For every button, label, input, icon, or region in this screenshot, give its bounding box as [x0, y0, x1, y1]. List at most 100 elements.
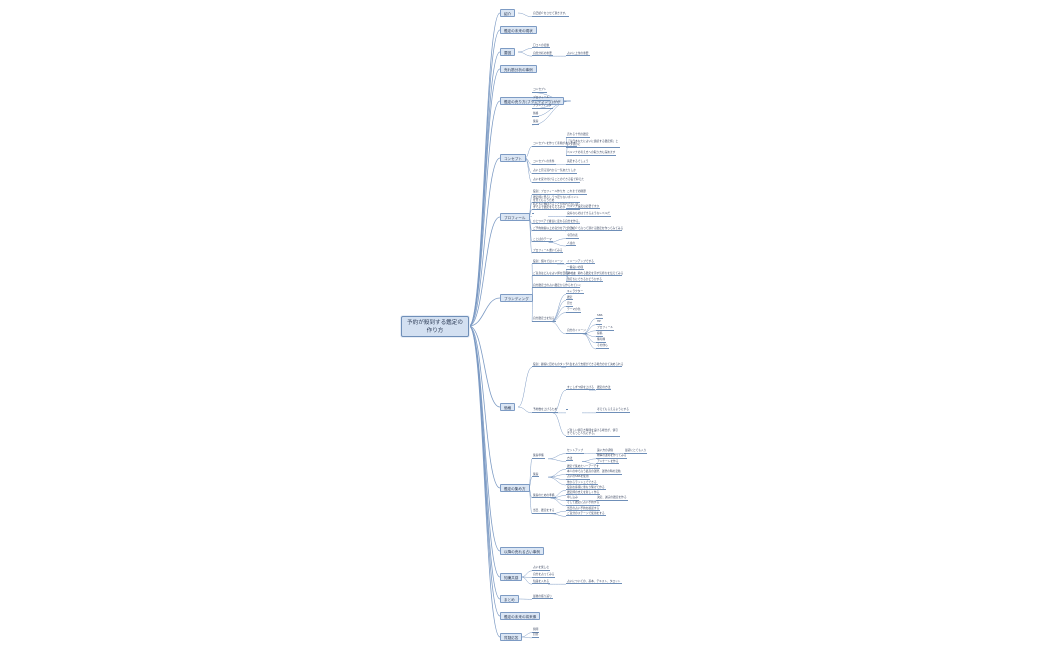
- subtopic-level-1[interactable]: 自分を占ってみる: [532, 572, 556, 578]
- subtopic-level-1[interactable]: 当日、鑑定をする: [532, 508, 556, 514]
- branch-price[interactable]: 価格: [500, 403, 516, 411]
- subtopic-level-1[interactable]: プロフィール書いてみる: [532, 247, 564, 254]
- branch-profile[interactable]: プロフィール: [500, 213, 530, 221]
- branch-popular[interactable]: 売れ筋分析の事例: [500, 65, 537, 73]
- subtopic-level-2[interactable]: 占いについての、基本、テキスト、タロット: [566, 578, 622, 585]
- subtopic-level-2[interactable]: 役割お客様に重なり繋げて作る: [566, 484, 606, 491]
- subtopic-level-3[interactable]: 物事の運命を作ってみる: [596, 453, 628, 459]
- branch-future[interactable]: 鑑定の未来の将来像: [500, 612, 541, 620]
- subtopic-level-1[interactable]: 占いと見る流れから一気あたりしか: [532, 168, 577, 174]
- subtopic-level-1[interactable]: コンセプトの条件: [532, 159, 556, 165]
- subtopic-level-2[interactable]: ご新しい値引き時間を設ける場合が、値引きでもっと人気にする。: [566, 428, 620, 437]
- subtopic-level-2[interactable]: 一番良いの様: [566, 264, 585, 271]
- subtopic-level-1[interactable]: 質問: [532, 627, 540, 633]
- subtopic-level-1[interactable]: 集客準備: [532, 453, 545, 459]
- subtopic-level-2[interactable]: そして鑑定に占い予約する: [566, 500, 601, 506]
- subtopic-level-2[interactable]: 自分のイメージ: [566, 328, 587, 334]
- subtopic-level-1[interactable]: プロフィール: [532, 95, 551, 101]
- root-topic[interactable]: 予約が殺到する鑑定の 作り方: [401, 316, 469, 337]
- subtopic-level-2[interactable]: ペルソナ設定は必要ですか: [566, 203, 601, 210]
- subtopic-level-3[interactable]: その他も: [596, 343, 609, 349]
- subtopic-level-1[interactable]: 自己紹介をさせて頂きます。: [532, 11, 569, 17]
- subtopic-level-2[interactable]: 申し込み: [566, 495, 579, 501]
- subtopic-level-1[interactable]: ご自身はどんな占い師を目指すのか: [532, 270, 577, 277]
- subtopic-level-2[interactable]: 頭打ちにできるかどうかする: [566, 276, 603, 283]
- subtopic-level-3[interactable]: 考えてもらえるようにする: [596, 407, 630, 413]
- subtopic-level-1[interactable]: 最後の振り返り: [532, 593, 553, 600]
- subtopic-level-1[interactable]: 回答: [532, 632, 540, 638]
- subtopic-level-1[interactable]: 知識を入れる: [532, 578, 551, 585]
- branch-qa[interactable]: 質疑応答: [500, 633, 523, 641]
- subtopic-level-2[interactable]: キャラクター: [566, 288, 585, 295]
- subtopic-level-2[interactable]: 良好なものはできるようなレベルだ: [566, 211, 611, 217]
- subtopic-level-3[interactable]: 遠い方の評価: [596, 448, 615, 454]
- subtopic-level-3[interactable]: HP: [596, 319, 602, 325]
- subtopic-level-2[interactable]: これまでの経歴: [566, 189, 587, 195]
- subtopic-level-1[interactable]: 集客のための準備: [532, 492, 556, 499]
- subtopic-level-1[interactable]: 占いを受け付けることのできる役で抑えた: [532, 177, 584, 183]
- subtopic-level-2[interactable]: すこしずつ値を上げる: [566, 384, 595, 391]
- subtopic-level-1[interactable]: 予約数を上げるため: [532, 407, 559, 413]
- subtopic-level-1[interactable]: [532, 212, 534, 214]
- branch-summary[interactable]: まとめ: [500, 595, 519, 603]
- subtopic-level-2[interactable]: 『今日あなたに占いに連続する鑑定師』というものに: [566, 139, 620, 148]
- subtopic-level-2[interactable]: 売れる十代の鑑定: [566, 132, 590, 138]
- subtopic-level-1[interactable]: 口コミの変動: [532, 42, 551, 49]
- subtopic-level-1[interactable]: 自分鑑定士の占い鑑定から作られていく: [532, 282, 582, 289]
- subtopic-level-3[interactable]: SNS: [596, 313, 604, 319]
- subtopic-level-2[interactable]: 鑑定で集めたリーアーです: [566, 463, 600, 470]
- subtopic-level-1[interactable]: 自分鑑定士を知る: [532, 316, 556, 322]
- subtopic-level-2[interactable]: 満足するでしょう: [566, 159, 590, 165]
- subtopic-level-1[interactable]: 自然分析の重要: [532, 50, 553, 57]
- subtopic-level-2[interactable]: セットアップ: [566, 448, 585, 454]
- subtopic-level-2[interactable]: イメージアップでする: [566, 258, 595, 265]
- subtopic-level-1[interactable]: 役割：個々ではイメージ: [532, 258, 564, 265]
- subtopic-level-1[interactable]: コンセプト: [532, 87, 548, 93]
- subtopic-level-2[interactable]: 占いに上位の重要: [566, 50, 590, 57]
- subtopic-level-3[interactable]: 鑑定の方法: [596, 384, 612, 391]
- subtopic-level-2[interactable]: 深くは、頼れる鑑定を示す気持ちを伝えてみる: [566, 270, 624, 277]
- subtopic-level-1[interactable]: ご予約前提以上の自分をアピール: [532, 225, 575, 232]
- subtopic-level-2[interactable]: 鑑定: [566, 294, 574, 301]
- branch-brand[interactable]: 鑑定の売り方(ブランディング)がが: [500, 97, 565, 105]
- subtopic-level-2[interactable]: 占いのSNSを使用: [566, 474, 590, 480]
- subtopic-level-2[interactable]: ペルソナの考え方への取り方も深めます: [566, 150, 617, 156]
- subtopic-level-1[interactable]: 占いを楽しむ: [532, 565, 551, 571]
- subtopic-level-2[interactable]: テーマの色: [566, 307, 582, 313]
- branch-attract[interactable]: 鑑定の集め方: [500, 484, 530, 492]
- subtopic-level-2[interactable]: 方法: [566, 455, 574, 462]
- subtopic-level-2[interactable]: [566, 408, 568, 410]
- subtopic-level-3[interactable]: 備考欄: [596, 337, 607, 343]
- branch-knowledge[interactable]: 知識共感: [500, 573, 523, 581]
- subtopic-level-2[interactable]: 自己紹介で占って頂ける鑑定を作ってみてみる: [566, 225, 624, 232]
- subtopic-level-1[interactable]: 私たちに伸ばさることがわれでないはずでよで鑑定を与えるのか: [532, 201, 580, 211]
- branch-branding[interactable]: ブランディング: [500, 294, 533, 302]
- subtopic-level-2[interactable]: 人達の: [566, 240, 577, 246]
- subtopic-level-4[interactable]: 最初にとても入り: [624, 448, 648, 454]
- subtopic-level-2[interactable]: 本人の中で占う最高の運勢、運勢の時の変動: [566, 469, 622, 475]
- subtopic-level-2[interactable]: 他からラッシュでできる: [566, 479, 598, 485]
- subtopic-level-2[interactable]: 人生を占う支援ができる場合の全て決められる: [566, 361, 624, 368]
- branch-concept[interactable]: コンセプト: [500, 154, 526, 162]
- subtopic-level-1[interactable]: 役割：プロフィール作り方: [532, 189, 567, 195]
- subtopic-level-1[interactable]: コンセプトを作って手順があります: [532, 141, 577, 147]
- branch-intro[interactable]: 紹介: [500, 9, 516, 17]
- branch-current[interactable]: 鑑定の未来の現状: [500, 26, 537, 34]
- subtopic-level-1[interactable]: 集客: [532, 119, 540, 125]
- subtopic-level-2[interactable]: 今回の表: [566, 233, 579, 239]
- subtopic-level-3[interactable]: 決定、誠実の鑑定を作る: [596, 495, 628, 501]
- subtopic-level-1[interactable]: 鑑定師に恐ろしうつ足りないポイントを見てもらうため: [532, 194, 580, 203]
- subtopic-level-1[interactable]: 集客: [532, 471, 540, 478]
- branch-repeat[interactable]: 以降の売れる占い事例: [500, 547, 544, 555]
- subtopic-level-3[interactable]: アンケートを作る: [596, 458, 620, 465]
- subtopic-level-3[interactable]: プロフィール: [596, 325, 615, 331]
- subtopic-level-1[interactable]: ことばのテーマ: [532, 236, 553, 243]
- subtopic-level-3[interactable]: 投稿: [596, 331, 604, 337]
- subtopic-level-1[interactable]: ひとつペアで確信に変わる自分を作る。: [532, 218, 582, 224]
- subtopic-level-1[interactable]: 価格: [532, 111, 540, 117]
- subtopic-level-2[interactable]: 見せ: [566, 301, 574, 307]
- subtopic-level-1[interactable]: 役割：顧客に目のものタッチ: [532, 361, 569, 368]
- subtopic-level-2[interactable]: 鑑定師の支えを新しく作る: [566, 489, 601, 496]
- branch-review[interactable]: 要因: [500, 48, 516, 56]
- subtopic-level-2[interactable]: ご自分のステージで使用をする: [566, 510, 606, 517]
